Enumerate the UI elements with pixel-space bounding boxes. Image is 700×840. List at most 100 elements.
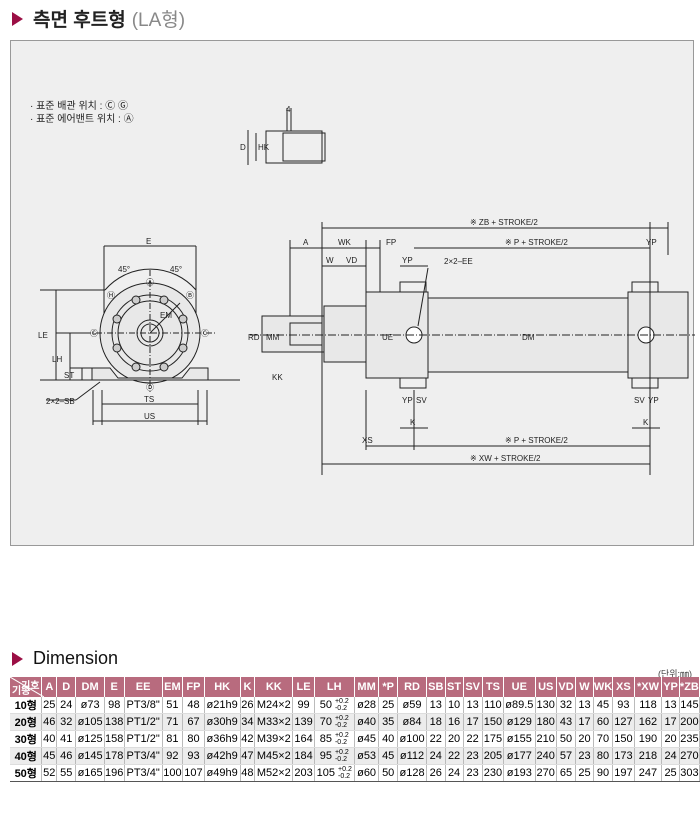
table-cell: 105+0.2-0.2 <box>314 764 355 782</box>
table-cell: 218 <box>634 747 663 765</box>
table-cell: 23 <box>463 764 483 782</box>
label-VD: VD <box>346 256 357 265</box>
table-cell: 42 <box>240 730 256 748</box>
table-cell: ø42h9 <box>204 747 241 765</box>
table-cell: 23 <box>463 747 483 765</box>
tolerance: +0.2-0.2 <box>335 749 349 763</box>
table-cell: 190 <box>634 730 663 748</box>
column-header: A <box>41 677 58 697</box>
tol-plus: +0.2 <box>334 749 349 756</box>
label-KK: KK <box>272 373 283 382</box>
table-cell: 303 <box>679 764 700 782</box>
model-cell: 30형 <box>10 730 43 748</box>
table-cell: PT3/4" <box>124 764 163 782</box>
column-header: FP <box>182 677 205 697</box>
label-WK: WK <box>338 238 352 247</box>
tol-minus: -0.2 <box>334 705 348 712</box>
table-cell: 13 <box>426 697 446 714</box>
label-RD: RD <box>248 333 260 342</box>
label-45-left: 45° <box>118 265 130 274</box>
table-cell: ø112 <box>397 747 428 765</box>
column-header: *ZB <box>679 677 700 697</box>
table-cell: 107 <box>182 764 205 782</box>
table-cell: ø193 <box>503 764 536 782</box>
tolerance: +0.2-0.2 <box>335 732 349 746</box>
label-45-right: 45° <box>170 265 182 274</box>
column-header: EE <box>124 677 163 697</box>
label-MM: MM <box>266 333 280 342</box>
table-cell: ø100 <box>397 730 428 748</box>
table-cell: 173 <box>612 747 635 765</box>
table-cell: ø59 <box>397 697 428 714</box>
table-cell: 40 <box>41 730 58 748</box>
column-header: SV <box>463 677 483 697</box>
column-header: EM <box>162 677 184 697</box>
column-header: MM <box>354 677 380 697</box>
table-cell: 139 <box>292 713 315 731</box>
table-cell: 205 <box>482 747 505 765</box>
tol-plus: +0.2 <box>334 715 349 722</box>
table-cell: ø125 <box>75 730 105 748</box>
pin-detail-view <box>247 108 326 165</box>
column-header: KK <box>254 677 294 697</box>
label-W: W <box>326 256 334 265</box>
label-E: E <box>146 237 151 246</box>
note-piping: · 표준 배관 위치 : Ⓒ Ⓖ <box>30 101 128 112</box>
table-cell: 70 <box>593 730 614 748</box>
label-SB: 2×2–SB <box>46 397 75 406</box>
column-header: HK <box>204 677 241 697</box>
table-cell: 52 <box>41 764 58 782</box>
drawing-notes: · 표준 배관 위치 : Ⓒ Ⓖ · 표준 에어밴트 위치 : Ⓐ <box>30 100 134 126</box>
tol-plus: +0.2 <box>338 766 352 773</box>
table-cell: M45×2 <box>254 747 294 765</box>
table-cell: 93 <box>182 747 205 765</box>
table-cell: ø28 <box>354 697 380 714</box>
table-cell: PT1/2" <box>124 730 163 748</box>
table-cell: 41 <box>56 730 77 748</box>
tol-plus: +0.2 <box>334 732 349 739</box>
table-cell: 26 <box>240 697 256 714</box>
label-XW: ※ XW + STROKE/2 <box>470 454 541 463</box>
label-D: D <box>240 143 246 152</box>
label-SV-1: SV <box>416 396 427 405</box>
table-cell: ø128 <box>397 764 428 782</box>
column-header: LH <box>314 677 355 697</box>
tolerance: +0.2-0.2 <box>338 766 352 780</box>
table-cell: 16 <box>445 713 464 731</box>
tol-minus: -0.2 <box>334 756 348 763</box>
label-YP-3: YP <box>402 396 413 405</box>
column-header: VD <box>556 677 577 697</box>
table-cell: 162 <box>634 713 663 731</box>
table-cell: 110 <box>482 697 505 714</box>
label-EE: 2×2–EE <box>444 257 473 266</box>
table-cell: ø21h9 <box>204 697 241 714</box>
table-cell: ø40 <box>354 713 380 731</box>
table-cell: 17 <box>661 713 680 731</box>
table-cell: 80 <box>593 747 614 765</box>
table-cell: 45 <box>378 747 398 765</box>
corner-top: 기호 <box>21 681 40 692</box>
table-cell: ø60 <box>354 764 380 782</box>
table-cell: 40 <box>378 730 398 748</box>
table-cell: 67 <box>182 713 205 731</box>
title-sub: (LA형) <box>131 10 186 31</box>
port-H: Ⓗ <box>107 291 115 300</box>
table-cell: ø165 <box>75 764 105 782</box>
lh-value: 105 <box>316 766 336 779</box>
table-cell: 180 <box>535 713 557 731</box>
table-cell: 92 <box>162 747 184 765</box>
tol-minus: -0.2 <box>334 722 348 729</box>
table-cell: 57 <box>556 747 577 765</box>
table-cell: 43 <box>556 713 577 731</box>
front-view <box>40 245 240 425</box>
table-cell: 130 <box>535 697 557 714</box>
table-cell: 50 <box>378 764 398 782</box>
table-cell: ø53 <box>354 747 380 765</box>
table-cell: 100 <box>162 764 184 782</box>
table-cell: PT3/8" <box>124 697 163 714</box>
table-cell: 13 <box>575 697 594 714</box>
table-cell: 118 <box>634 697 663 714</box>
label-LH: LH <box>52 355 62 364</box>
